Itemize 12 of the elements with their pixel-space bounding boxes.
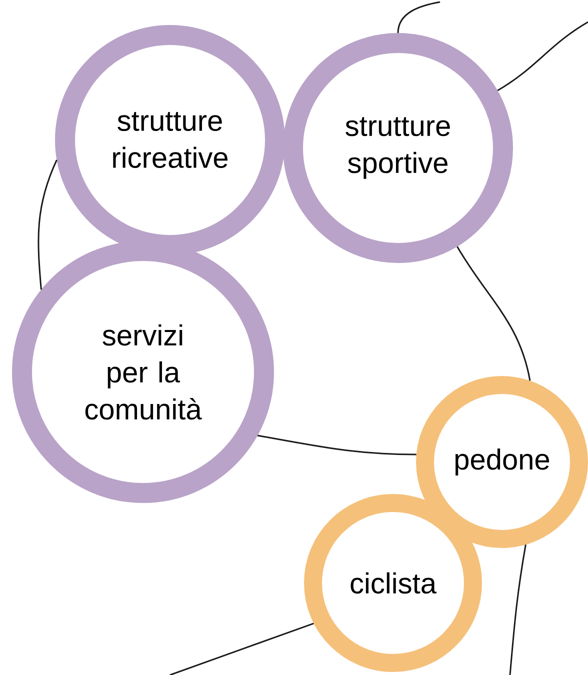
connector-line: [38, 160, 58, 290]
connector-line: [509, 544, 526, 675]
circle-node: strutture sportive: [283, 33, 513, 263]
circle-node: strutture ricreative: [55, 25, 285, 255]
connector-line: [170, 622, 314, 675]
connector-line: [497, 21, 588, 92]
circle-node: ciclista: [304, 494, 482, 672]
circle-node: pedone: [416, 376, 588, 548]
connector-line: [456, 246, 531, 381]
circle-node: servizi per la comunità: [12, 241, 274, 503]
connector-line: [397, 1, 440, 34]
connector-line: [257, 434, 416, 456]
